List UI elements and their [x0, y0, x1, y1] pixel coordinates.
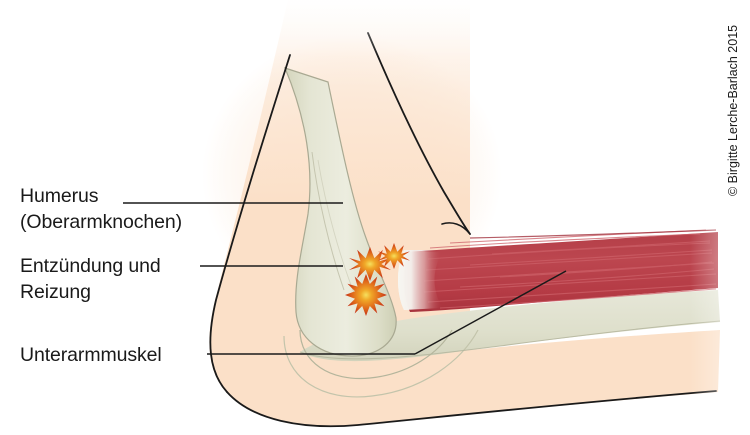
- elbow-joint-curve: [299, 329, 453, 380]
- inflammation-burst-1: [349, 247, 391, 281]
- bone-shading-line: [311, 151, 345, 291]
- forearm-muscle-top-outline: [469, 229, 717, 239]
- label-forearm-muscle: Unterarmmuskel: [20, 344, 162, 366]
- inflammation-burst-3: [345, 274, 387, 316]
- arm-anatomy: [180, 0, 750, 435]
- upper-arm-right-outline: [367, 32, 471, 235]
- inflammation-bursts: [345, 243, 410, 316]
- label-humerus-line1: Humerus: [20, 185, 99, 207]
- right-edge-fade: [690, 0, 750, 435]
- inflammation-burst-2: [378, 243, 410, 269]
- elbow-joint-curve-outer: [283, 329, 479, 398]
- top-edge-fade: [180, 0, 520, 58]
- leader-line-forearm-muscle-diagonal: [414, 270, 567, 355]
- label-humerus-line2: (Oberarmknochen): [20, 211, 182, 233]
- bone-shading-line-2: [317, 159, 357, 299]
- copyright-notice: © Birgitte Lerche-Barlach 2015: [726, 25, 740, 196]
- upper-arm-left-outline: [209, 54, 291, 393]
- elbow-crease-outline: [441, 222, 471, 235]
- forearm-underside-outline: [226, 390, 717, 428]
- forearm-bone-layer: [300, 290, 720, 362]
- label-inflammation-line1: Entzündung und: [20, 255, 161, 277]
- forearm-bone-boundary: [299, 320, 721, 360]
- label-inflammation-line2: Reizung: [20, 281, 91, 303]
- labels: Humerus (Oberarmknochen) Entzündung und …: [20, 185, 182, 366]
- leader-lines: [123, 202, 567, 355]
- tendon-blend: [398, 250, 442, 310]
